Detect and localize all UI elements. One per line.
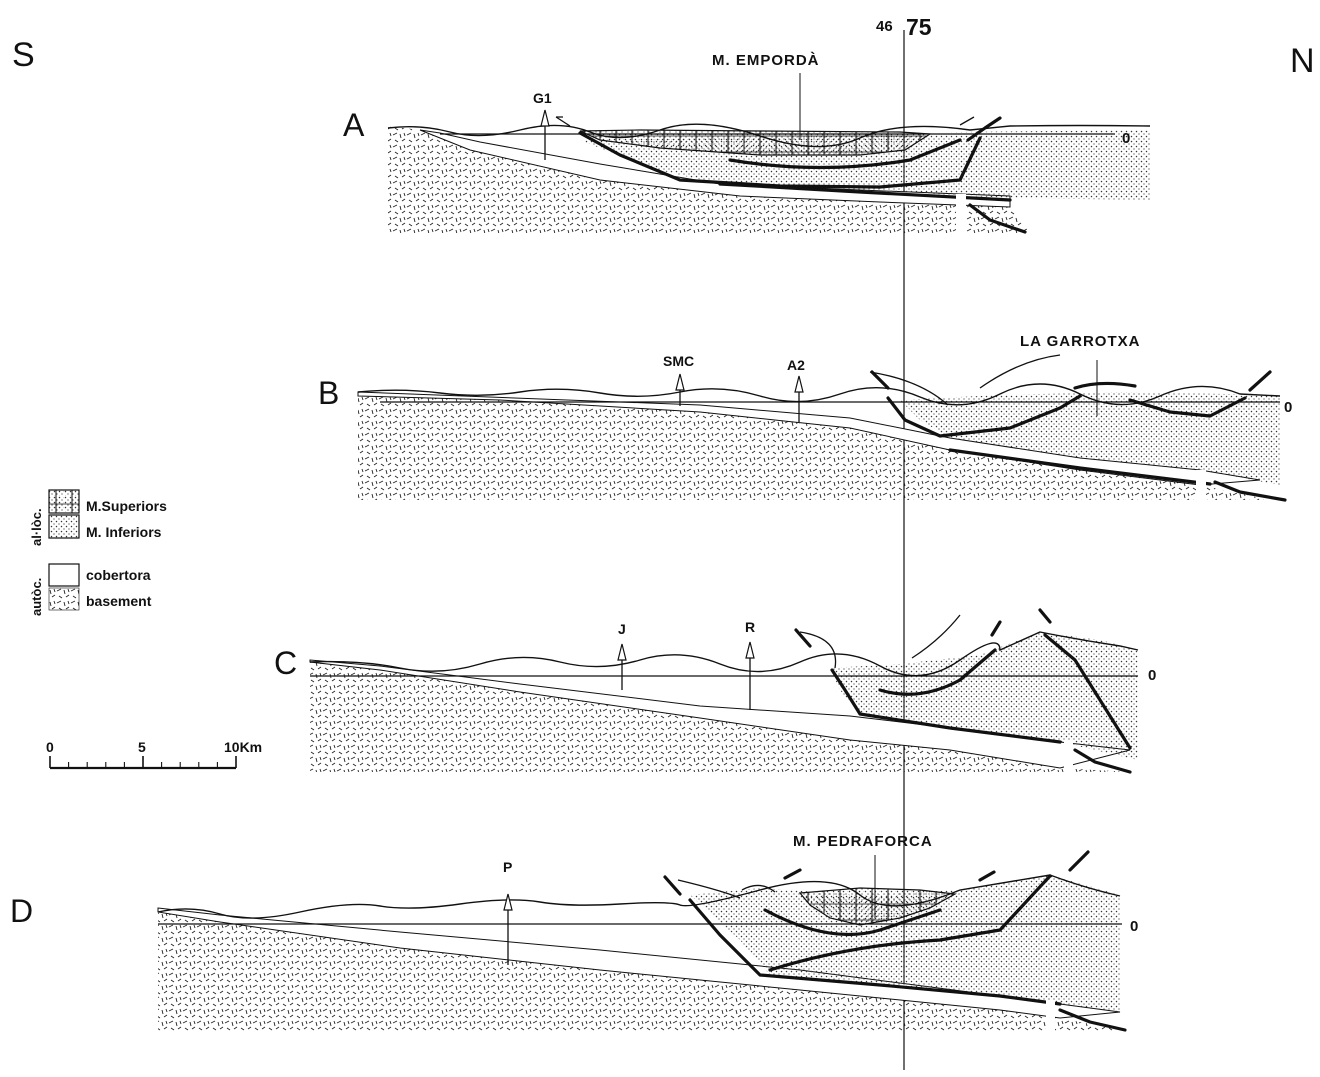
south-label: S (12, 36, 35, 74)
section-c-zero: 0 (1148, 667, 1156, 684)
section-d-place-label: M. PEDRAFORCA (793, 833, 933, 850)
legend-swatch-superiors (49, 490, 79, 513)
legend-label-superiors: M.Superiors (86, 498, 167, 514)
section-d-break (1046, 1000, 1055, 1033)
section-c-label: C (274, 645, 297, 681)
legend-swatch-inferiors (49, 515, 79, 538)
section-c-fold-curve-2 (912, 615, 960, 658)
section-c-well-j-label: J (618, 621, 626, 637)
section-a-label: A (343, 107, 365, 143)
legend: al·lòc. autòc. M.Superiors M. Inferiors … (29, 490, 167, 616)
section-a: A 0 G1 M. EMPORDÀ (343, 52, 1150, 234)
section-b-well-smc-label: SMC (663, 353, 694, 369)
scale-label-10km: 10Km (224, 739, 262, 755)
section-b-well-a2-label: A2 (787, 357, 805, 373)
section-d-arrow-1 (665, 877, 680, 894)
legend-label-basement: basement (86, 593, 152, 609)
section-c-well-j: J (618, 621, 626, 690)
legend-label-inferiors: M. Inferiors (86, 524, 162, 540)
legend-group-autoc: autòc. (29, 578, 44, 616)
section-c: C 0 J R (274, 610, 1156, 774)
section-d: D 0 P M. PEDRAFORCA (10, 833, 1138, 1033)
section-b-place-label: LA GARROTXA (1020, 333, 1140, 350)
section-a-well-g1-label: G1 (533, 90, 552, 106)
section-d-zero: 0 (1130, 918, 1138, 935)
section-a-break (956, 194, 966, 234)
section-d-arrow-3 (980, 872, 994, 880)
north-label: N (1290, 42, 1315, 80)
section-b-well-a2: A2 (787, 357, 805, 422)
section-b-label: B (318, 375, 339, 411)
section-d-well-p-label: P (503, 859, 512, 875)
legend-swatch-cobertora (49, 564, 79, 586)
section-c-arrow-2 (1040, 610, 1050, 622)
legend-label-cobertora: cobertora (86, 567, 151, 583)
section-b-place-leader-1 (980, 355, 1060, 388)
scale-bar-ticks (50, 756, 236, 768)
top-number-46: 46 (876, 18, 893, 35)
section-b-break (1196, 470, 1206, 505)
section-c-well-r-label: R (745, 619, 755, 635)
section-a-arrow-south (556, 117, 570, 126)
section-c-fold-curve (800, 632, 836, 668)
scale-label-0: 0 (46, 739, 54, 755)
legend-group-aloc: al·lòc. (29, 508, 44, 546)
section-a-arrow-north (960, 117, 974, 125)
scale-label-5: 5 (138, 739, 146, 755)
legend-swatch-basement (49, 588, 79, 610)
section-b-well-smc: SMC (663, 353, 694, 406)
section-a-well-g1: G1 (533, 90, 552, 160)
section-b-zero: 0 (1284, 399, 1292, 416)
section-b-thrust-north (1250, 372, 1270, 390)
section-d-label: D (10, 893, 33, 929)
section-d-arrow-2 (785, 870, 800, 878)
section-a-zero: 0 (1122, 130, 1130, 147)
section-c-arrow-1 (992, 622, 1000, 635)
section-d-thrust-north (1070, 852, 1088, 870)
section-b-fold-arc (1075, 383, 1135, 388)
section-b: B 0 SMC A2 LA GARROTXA (318, 333, 1292, 505)
top-number-75: 75 (906, 14, 932, 40)
section-c-well-r: R (745, 619, 755, 710)
section-c-break (1064, 740, 1073, 774)
scale-bar: 0 5 10Km (46, 739, 262, 768)
section-a-place-label: M. EMPORDÀ (712, 52, 820, 69)
